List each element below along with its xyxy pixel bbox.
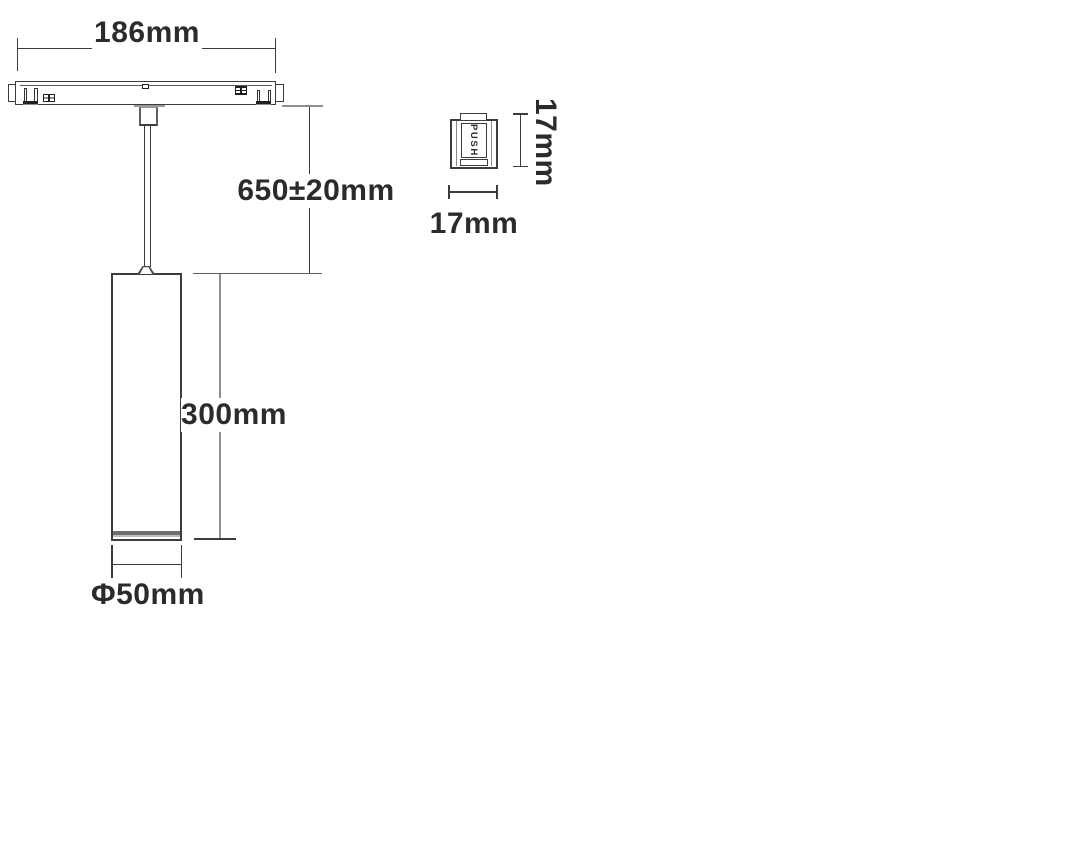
adapter-height-dimension-label: 17mm — [529, 98, 562, 187]
adapter-width-tick-left — [448, 185, 450, 199]
contact-base — [256, 100, 271, 106]
suspension-dim-top-terminator — [282, 105, 323, 107]
suspension-stem — [138, 107, 158, 126]
body-height-dimension-label: 300mm — [181, 398, 287, 432]
diameter-dimension-label: Φ50mm — [91, 578, 205, 612]
push-adapter-top-tab — [459, 113, 487, 121]
diameter-tick-right — [180, 545, 183, 578]
cylinder-trim-band — [113, 530, 180, 535]
push-adapter-rail-right — [490, 121, 492, 166]
pendant-cylinder — [111, 272, 182, 541]
adapter-height-dimension-line — [519, 113, 521, 167]
adapter-width-dimension-label: 17mm — [429, 207, 519, 241]
cylinder-trim-band-light — [113, 534, 180, 538]
push-button-label: PUSH — [468, 123, 479, 157]
track-length-tick-right — [274, 38, 277, 73]
track-length-dimension-label: 186mm — [92, 16, 202, 50]
stem-flange — [134, 105, 165, 107]
diameter-dimension-line — [112, 563, 181, 566]
push-adapter-rail-left — [455, 121, 457, 166]
body-height-bottom-terminator — [193, 538, 236, 540]
track-adapter-clip-right — [275, 84, 284, 102]
wire-cone-inner — [139, 267, 153, 275]
suspension-dimension-label: 650±20mm — [236, 174, 396, 208]
diameter-tick-left — [111, 545, 113, 578]
terminal-block-right — [234, 86, 247, 95]
track-length-tick-left — [16, 38, 19, 71]
adapter-width-dimension-line — [448, 191, 498, 193]
suspension-dim-bottom-terminator — [193, 272, 322, 275]
push-adapter-bottom-tab — [459, 158, 488, 166]
contact-base — [23, 100, 38, 106]
suspension-wire — [143, 125, 151, 267]
terminal-block-left — [42, 93, 55, 102]
adapter-center-notch — [141, 83, 149, 89]
push-button: PUSH — [460, 123, 487, 158]
